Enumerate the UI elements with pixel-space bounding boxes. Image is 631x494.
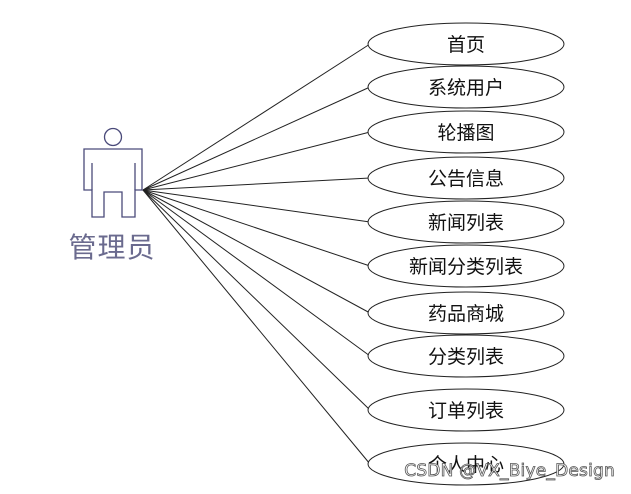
use-case-ellipse — [367, 110, 565, 154]
association-line — [142, 189, 371, 357]
actor-figure — [83, 127, 143, 218]
use-case-ellipse — [367, 244, 565, 288]
use-case-label: 轮播图 — [437, 122, 494, 144]
association-line — [142, 189, 371, 465]
use-case-label: 新闻分类列表 — [409, 256, 523, 278]
use-case: 新闻分类列表 — [367, 244, 565, 288]
use-case-label: 药品商城 — [428, 303, 504, 325]
use-case-ellipse — [367, 291, 565, 335]
use-case: 个人中心 — [367, 442, 565, 486]
association-line — [142, 131, 371, 191]
use-case: 轮播图 — [367, 110, 565, 154]
use-case-label: 系统用户 — [428, 77, 504, 99]
use-case-label: 订单列表 — [428, 400, 504, 422]
use-case-label: 个人中心 — [428, 454, 504, 476]
association-line — [142, 86, 371, 191]
use-case-ellipse — [367, 65, 565, 109]
use-case: 公告信息 — [367, 156, 565, 200]
actor-head — [103, 127, 123, 147]
use-case-ellipse — [367, 388, 565, 432]
use-case-label: 新闻列表 — [428, 212, 504, 234]
use-case: 订单列表 — [367, 388, 565, 432]
use-case-ellipse — [367, 22, 565, 66]
watermark: CSDN @VX_Biye_Design — [404, 461, 615, 482]
association-line — [142, 177, 371, 191]
association-line — [142, 189, 371, 411]
use-case-ellipse — [367, 334, 565, 378]
association-line — [142, 189, 371, 223]
association-lines — [142, 43, 371, 465]
use-case-ellipse — [367, 156, 565, 200]
use-case-label: 首页 — [447, 34, 485, 56]
use-case: 系统用户 — [367, 65, 565, 109]
actor-label: 管理员 — [68, 231, 156, 264]
use-case-ellipse — [367, 200, 565, 244]
use-case: 药品商城 — [367, 291, 565, 335]
use-case-label: 分类列表 — [428, 346, 504, 368]
use-case: 分类列表 — [367, 334, 565, 378]
association-line — [142, 189, 371, 267]
use-case: 首页 — [367, 22, 565, 66]
use-case: 新闻列表 — [367, 200, 565, 244]
use-case-label: 公告信息 — [428, 168, 504, 190]
use-case-ellipse — [367, 442, 565, 486]
association-line — [142, 189, 371, 314]
actor-body — [83, 148, 143, 218]
association-line — [142, 43, 371, 191]
